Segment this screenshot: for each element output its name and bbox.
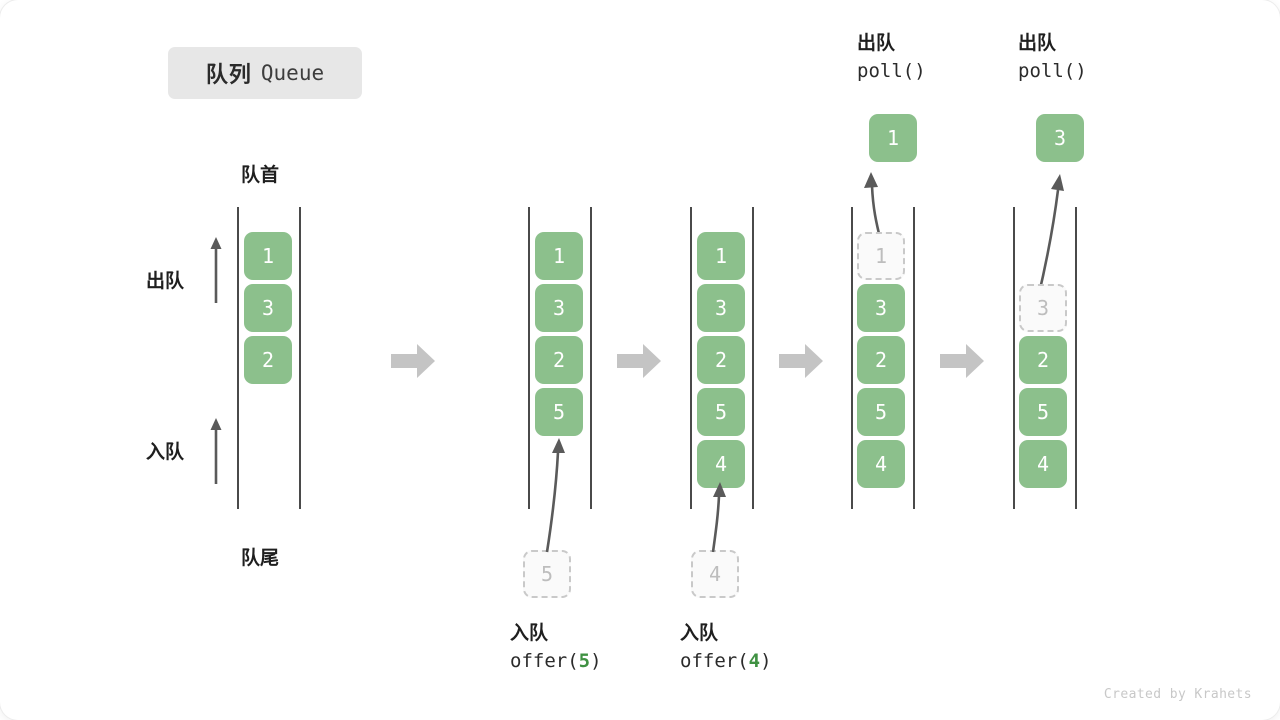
operation-cn: 出队 [1018,33,1057,54]
queue-cell: 3 [697,284,745,332]
operation-code: offer(4) [680,648,772,676]
queue-cell: 2 [697,336,745,384]
operation-code-arg: 4 [748,649,761,672]
polled-element: 3 [1036,114,1084,162]
queue-cell-removed-ghost: 3 [1019,284,1067,332]
queue-rail-right-4 [913,207,915,509]
enqueue-direction-label: 入队 [146,442,185,463]
queue-cell-removed-ghost: 1 [857,232,905,280]
operation-label-offer-5: 入队 offer(5) [510,620,602,675]
queue-rail-left-2 [528,207,530,509]
operation-code-post: ) [760,649,772,672]
queue-cell: 4 [857,440,905,488]
diagram-title-badge: 队列 Queue [168,47,362,99]
dequeue-arrow-icon [210,237,222,303]
operation-code: poll() [857,58,926,86]
operation-cn: 入队 [510,623,549,644]
operation-cn: 出队 [857,33,896,54]
enqueue-arrow-icon [210,418,222,484]
operation-label-offer-4: 入队 offer(4) [680,620,772,675]
operation-label-poll-1: 出队 poll() [857,30,926,85]
operation-code-arg: 5 [578,649,591,672]
queue-cell: 3 [535,284,583,332]
queue-cell: 2 [1019,336,1067,384]
operation-code-post: ) [914,59,926,82]
operation-code-pre: offer( [510,649,579,672]
operation-cn: 入队 [680,623,719,644]
operation-code-pre: poll( [857,59,915,82]
queue-rail-left-4 [851,207,853,509]
queue-cell: 1 [535,232,583,280]
operation-code: offer(5) [510,648,602,676]
queue-cell: 5 [857,388,905,436]
incoming-element-ghost: 4 [691,550,739,598]
enqueue-curve-arrow-icon [545,438,565,553]
queue-cell: 1 [244,232,292,280]
queue-cell: 2 [244,336,292,384]
operation-label-poll-3: 出队 poll() [1018,30,1087,85]
queue-cell: 5 [697,388,745,436]
queue-rail-right-5 [1075,207,1077,509]
dequeue-direction-label: 出队 [146,271,185,292]
queue-rail-left-5 [1013,207,1015,509]
operation-code-post: ) [590,649,602,672]
queue-cell: 3 [244,284,292,332]
operation-code-pre: offer( [680,649,749,672]
queue-cell: 4 [697,440,745,488]
flow-arrow-icon [391,344,435,378]
flow-arrow-icon [779,344,823,378]
queue-rail-left-1 [237,207,239,509]
flow-arrow-icon [940,344,984,378]
title-en: Queue [260,61,325,85]
operation-code-post: ) [1075,59,1087,82]
queue-cell: 3 [857,284,905,332]
queue-rail-right-1 [299,207,301,509]
queue-cell: 2 [857,336,905,384]
queue-head-label: 队首 [241,165,280,186]
incoming-element-ghost: 5 [523,550,571,598]
title-cn: 队列 [205,62,252,87]
operation-code-pre: poll( [1018,59,1076,82]
queue-tail-label: 队尾 [241,548,280,569]
queue-rail-right-2 [590,207,592,509]
queue-cell: 5 [1019,388,1067,436]
queue-cell: 5 [535,388,583,436]
operation-code: poll() [1018,58,1087,86]
enqueue-curve-arrow-icon [711,482,726,553]
polled-element: 1 [869,114,917,162]
queue-rail-right-3 [752,207,754,509]
queue-cell: 2 [535,336,583,384]
queue-cell: 4 [1019,440,1067,488]
queue-cell: 1 [697,232,745,280]
credit-text: Created by Krahets [1103,687,1252,702]
queue-rail-left-3 [690,207,692,509]
flow-arrow-icon [617,344,661,378]
